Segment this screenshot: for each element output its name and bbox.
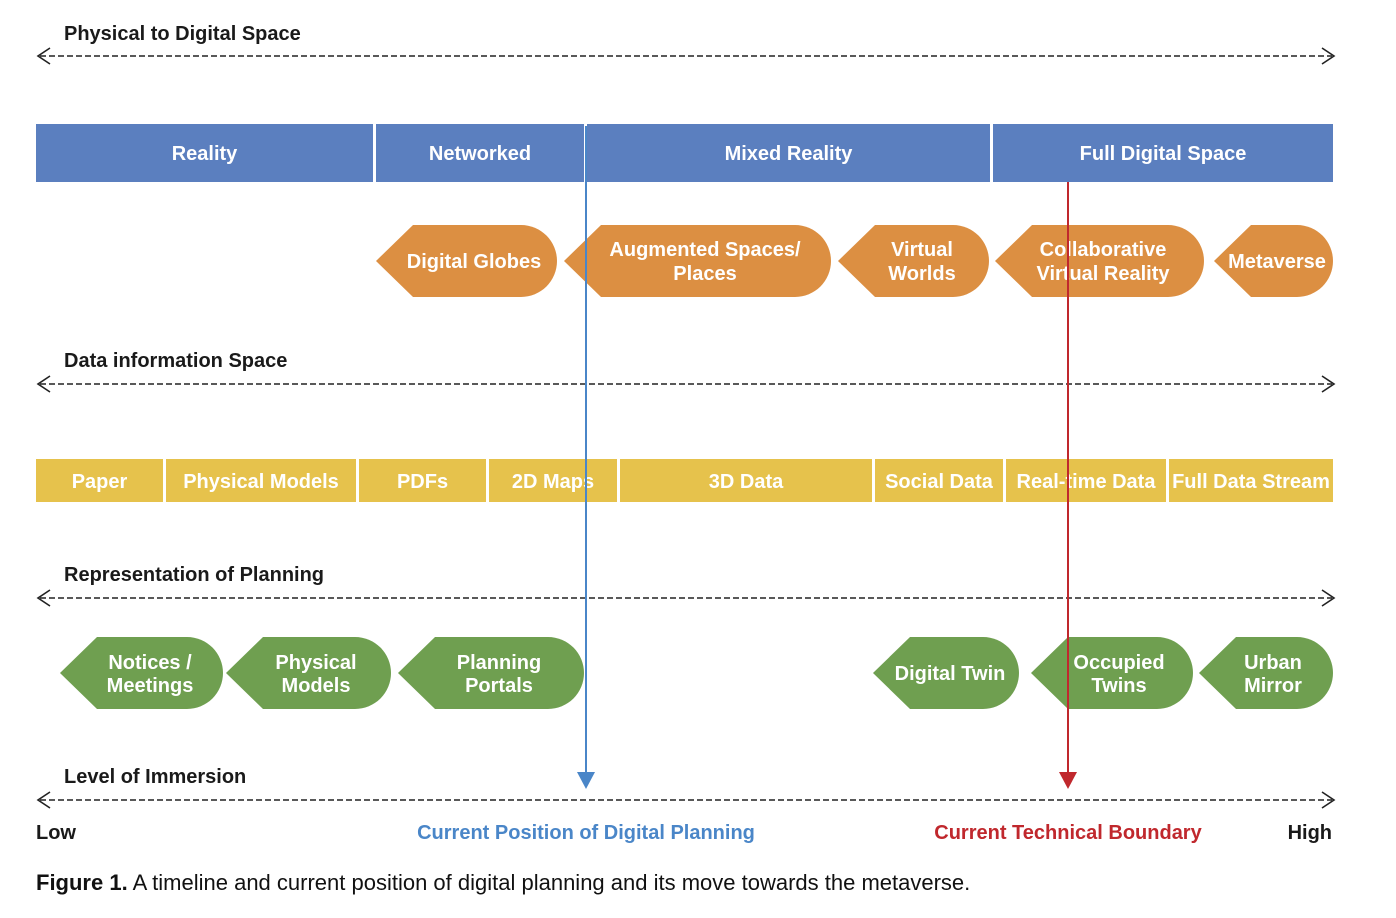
shape-digital-twin: Digital Twin [873, 637, 1019, 709]
band-label: Social Data [885, 471, 994, 493]
band-label: Networked [429, 143, 531, 165]
shape-label: Physical [275, 652, 356, 674]
band-physical-models [166, 459, 356, 502]
band-label: Physical Models [183, 471, 339, 493]
band-realtime-data [1006, 459, 1166, 502]
shape-urban-mirror: Urban Mirror [1199, 637, 1333, 709]
technical-boundary-label: Current Technical Boundary [934, 822, 1202, 844]
caption-text: A timeline and current position of digit… [127, 870, 971, 895]
shape-label: Occupied [1073, 652, 1164, 674]
technical-boundary-marker [1059, 182, 1077, 789]
band-full-data-stream [1169, 459, 1333, 502]
band-label: 3D Data [709, 471, 784, 493]
arrow-down-icon [1059, 772, 1077, 789]
shape-label: Places [673, 263, 736, 285]
shape-label: Mirror [1244, 675, 1302, 697]
axis-low-label: Low [36, 822, 76, 844]
band-label: Full Digital Space [1080, 143, 1247, 165]
band-label: PDFs [397, 471, 448, 493]
shape-label: Urban [1244, 652, 1302, 674]
band-label: Full Data Stream [1172, 471, 1330, 493]
shape-label: Meetings [107, 675, 194, 697]
shape-metaverse: Metaverse [1214, 225, 1333, 297]
green-shapes: Notices / Meetings Physical Models Plann… [60, 637, 1333, 709]
shape-label: Virtual Reality [1036, 263, 1170, 285]
band-reality [36, 124, 373, 182]
band-social-data [875, 459, 1003, 502]
dashed-arrow-immersion [36, 791, 1336, 809]
shape-label: Planning [457, 652, 541, 674]
current-position-marker [577, 126, 595, 789]
band-paper [36, 459, 163, 502]
shape-label: Twins [1091, 675, 1146, 697]
shape-label: Worlds [888, 263, 955, 285]
shape-label: Portals [465, 675, 533, 697]
band-networked [376, 124, 584, 182]
band-label: Real-time Data [1017, 471, 1157, 493]
shape-collaborative-vr: Collaborative Virtual Reality [995, 225, 1204, 297]
section-title-immersion: Level of Immersion [64, 766, 246, 788]
shape-label: Metaverse [1228, 251, 1326, 273]
section-title-planning: Representation of Planning [64, 564, 324, 586]
dashed-arrow-data [36, 375, 1336, 393]
shape-label: Virtual [891, 239, 953, 261]
shape-virtual-worlds: Virtual Worlds [838, 225, 989, 297]
band-label: Reality [172, 143, 238, 165]
band-label: Mixed Reality [725, 143, 854, 165]
band-3d-data [620, 459, 872, 502]
shape-label: Augmented Spaces/ [609, 239, 801, 261]
shape-notices-meetings: Notices / Meetings [60, 637, 223, 709]
orange-shapes: Digital Globes Augmented Spaces/ Places … [376, 225, 1333, 297]
shape-augmented-spaces: Augmented Spaces/ Places [564, 225, 831, 297]
shape-digital-globes: Digital Globes [376, 225, 557, 297]
band-mixed-reality [587, 124, 990, 182]
band-2d-maps [489, 459, 617, 502]
yellow-band: Paper Physical Models PDFs 2D Maps 3D Da… [36, 459, 1333, 502]
shape-occupied-twins: Occupied Twins [1031, 637, 1193, 709]
dashed-arrow-physical [36, 47, 1336, 65]
band-full-digital-space [993, 124, 1333, 182]
shape-planning-portals: Planning Portals [398, 637, 584, 709]
section-title-physical: Physical to Digital Space [64, 23, 301, 45]
figure-caption: Figure 1. A timeline and current positio… [36, 870, 970, 896]
blue-band: Reality Networked Mixed Reality Full Dig… [36, 124, 1333, 182]
shape-label: Notices / [108, 652, 192, 674]
axis-high-label: High [1288, 822, 1332, 844]
shape-label: Digital Twin [895, 663, 1006, 685]
band-label: Paper [72, 471, 128, 493]
dashed-arrow-planning [36, 589, 1336, 607]
shape-label: Collaborative [1040, 239, 1167, 261]
caption-label: Figure 1. [36, 870, 128, 895]
section-title-data: Data information Space [64, 350, 287, 372]
current-position-label: Current Position of Digital Planning [417, 822, 755, 844]
shape-label: Digital Globes [407, 251, 541, 273]
shape-label: Models [282, 675, 351, 697]
arrow-down-icon [577, 772, 595, 789]
band-pdfs [359, 459, 486, 502]
band-label: 2D Maps [512, 471, 594, 493]
shape-physical-models: Physical Models [226, 637, 391, 709]
